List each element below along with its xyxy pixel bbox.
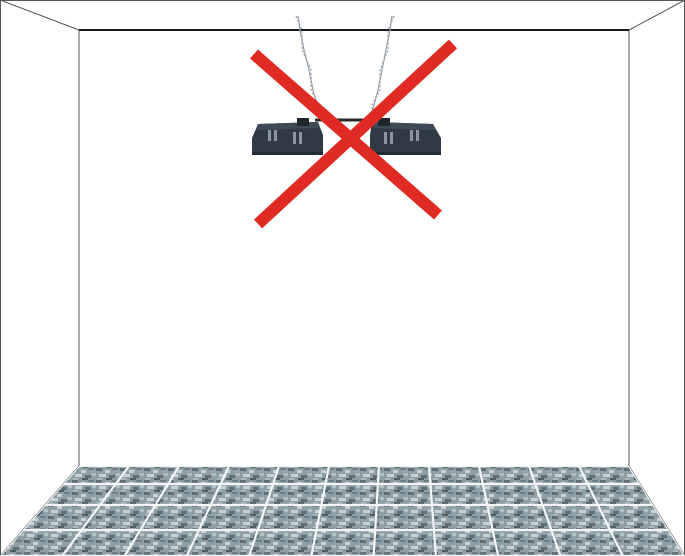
- lamp-left: [252, 118, 323, 155]
- ceiling-edge-right: [629, 0, 685, 30]
- lamp-right: [370, 118, 441, 155]
- tiled-floor: [0, 466, 685, 556]
- ceiling-edge-left: [0, 0, 79, 30]
